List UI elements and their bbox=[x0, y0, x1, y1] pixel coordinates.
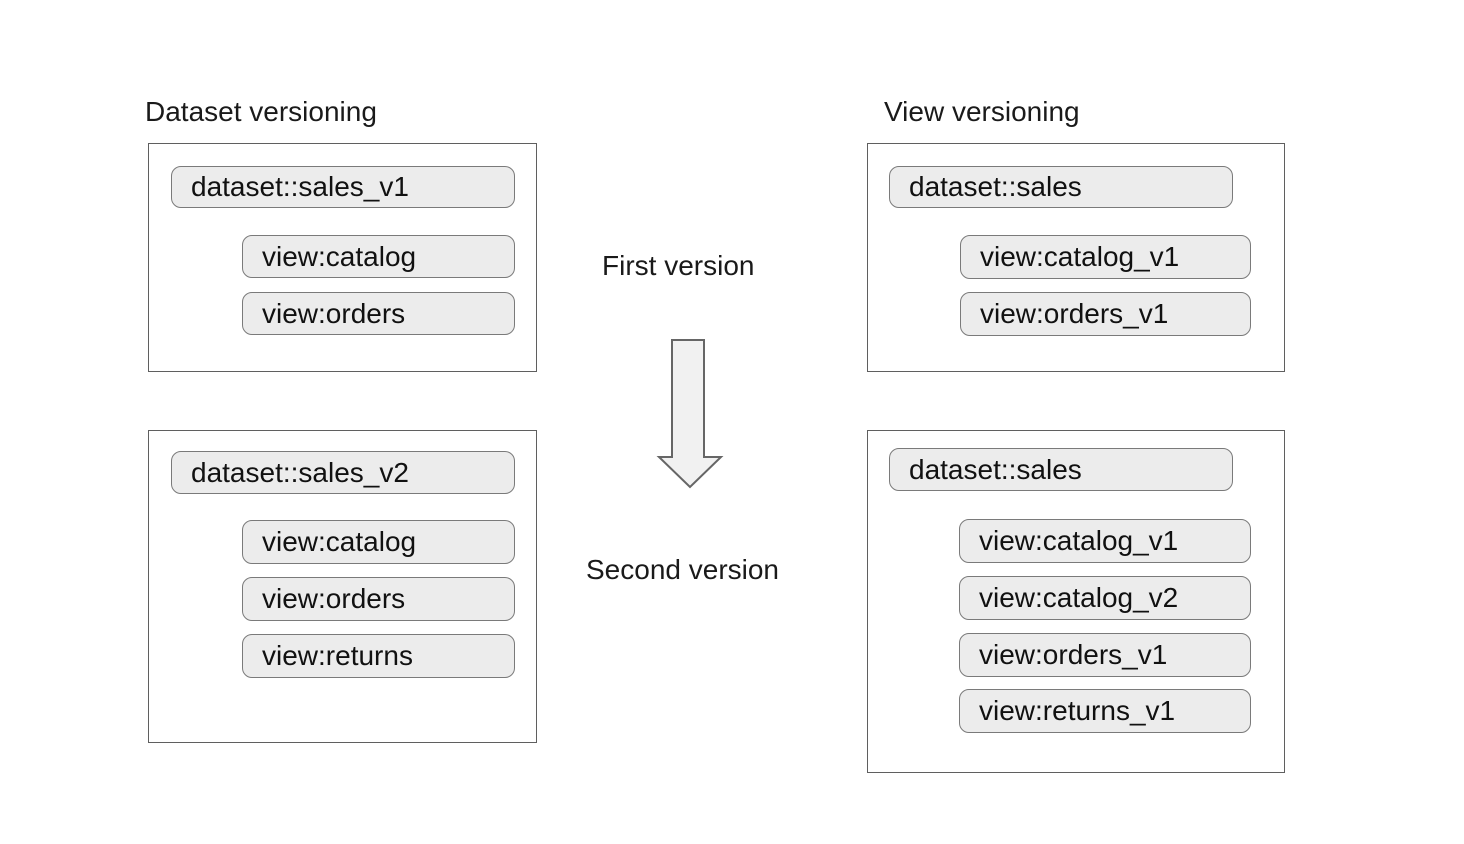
view-pill: view:catalog bbox=[242, 235, 515, 278]
first-version-label: First version bbox=[602, 250, 755, 281]
view-pill: view:catalog_v1 bbox=[959, 519, 1251, 563]
dataset-versioning-first-version-box: dataset::sales_v1 view:catalog view:orde… bbox=[148, 143, 537, 372]
view-pill: view:orders bbox=[242, 577, 515, 621]
view-versioning-first-version-box: dataset::sales view:catalog_v1 view:orde… bbox=[867, 143, 1285, 372]
down-arrow-icon bbox=[650, 333, 740, 495]
view-pill: view:orders_v1 bbox=[960, 292, 1251, 336]
dataset-versioning-heading: Dataset versioning bbox=[145, 96, 377, 127]
dataset-versioning-second-version-box: dataset::sales_v2 view:catalog view:orde… bbox=[148, 430, 537, 743]
dataset-pill: dataset::sales_v1 bbox=[171, 166, 515, 208]
view-pill: view:catalog_v2 bbox=[959, 576, 1251, 620]
second-version-label: Second version bbox=[586, 554, 780, 585]
view-pill: view:orders bbox=[242, 292, 515, 335]
dataset-pill: dataset::sales bbox=[889, 166, 1233, 208]
view-pill: view:orders_v1 bbox=[959, 633, 1251, 677]
view-pill: view:returns bbox=[242, 634, 515, 678]
view-versioning-heading: View versioning bbox=[884, 96, 1080, 127]
dataset-pill: dataset::sales bbox=[889, 448, 1233, 491]
view-versioning-second-version-box: dataset::sales view:catalog_v1 view:cata… bbox=[867, 430, 1285, 773]
view-pill: view:catalog bbox=[242, 520, 515, 564]
view-pill: view:catalog_v1 bbox=[960, 235, 1251, 279]
dataset-pill: dataset::sales_v2 bbox=[171, 451, 515, 494]
view-pill: view:returns_v1 bbox=[959, 689, 1251, 733]
